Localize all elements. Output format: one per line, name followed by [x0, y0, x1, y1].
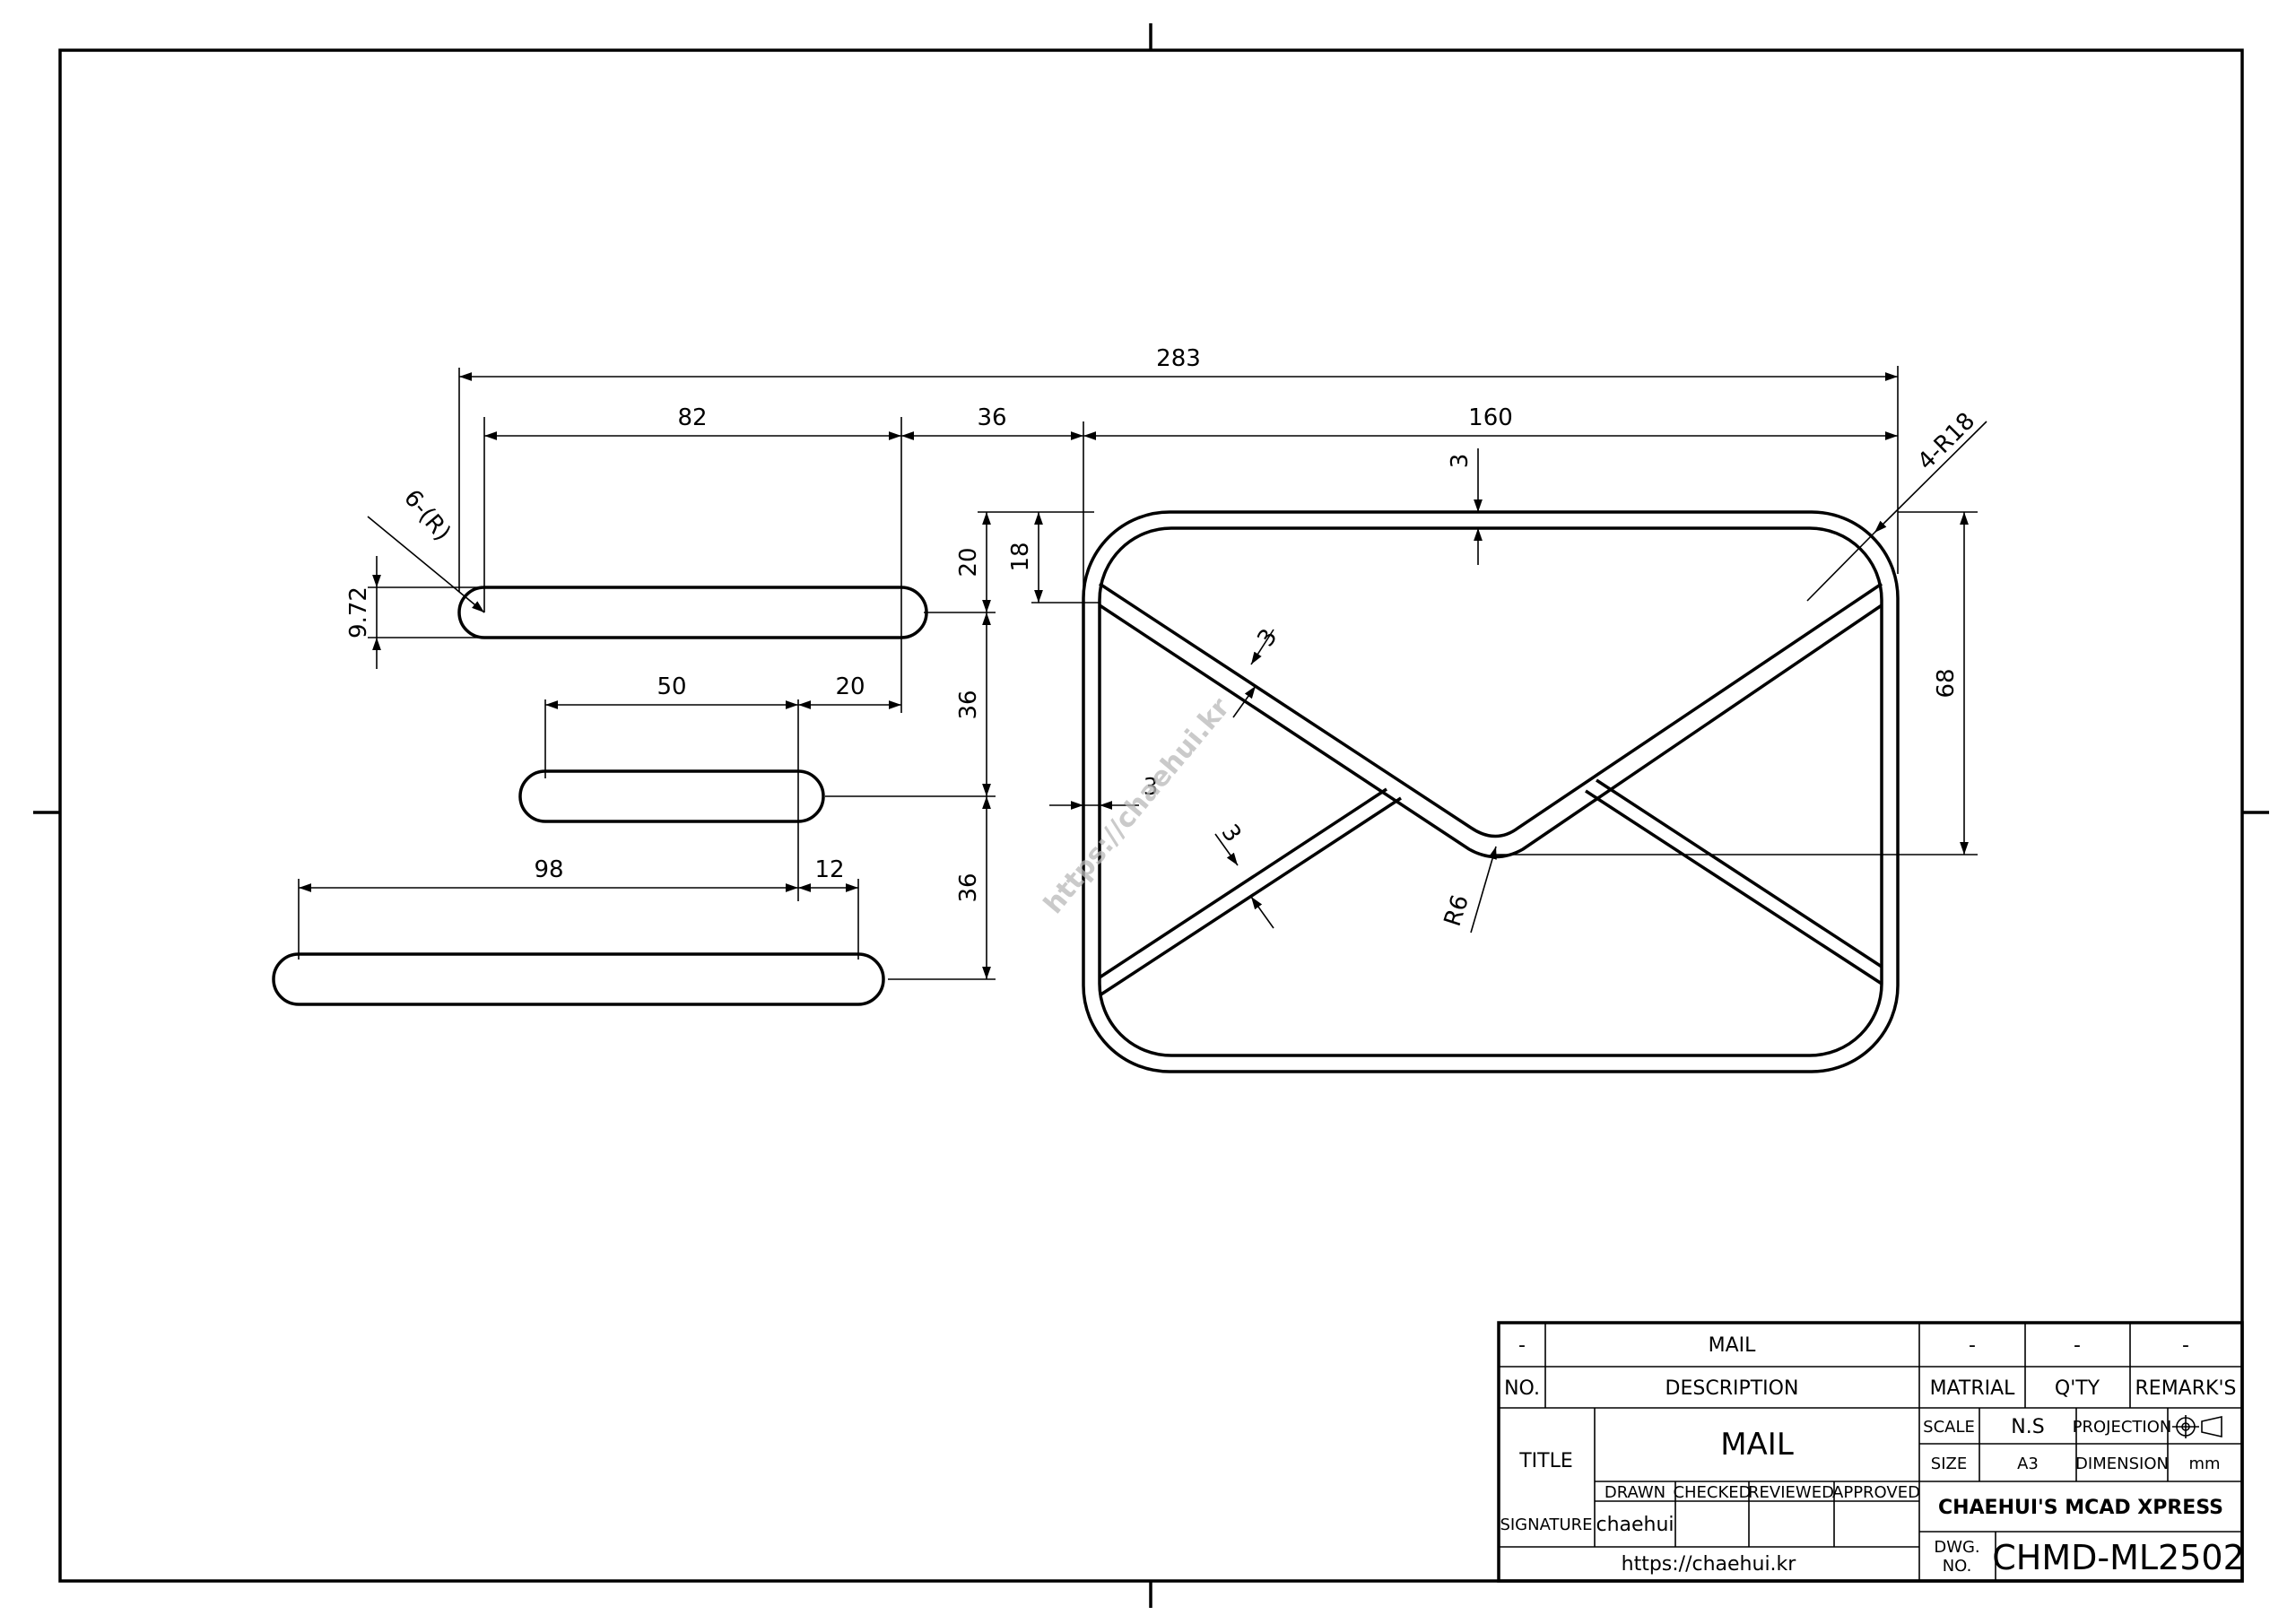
dim-3-top: 3 — [1447, 454, 1474, 469]
dim-68: 68 — [1933, 668, 1960, 698]
slot-middle — [518, 769, 825, 823]
dimension-lines — [298, 366, 1987, 980]
row1-description: MAIL — [1709, 1334, 1757, 1357]
title-label: TITLE — [1518, 1450, 1573, 1472]
role-drawn: DRAWN — [1605, 1483, 1665, 1502]
projection-label: PROJECTION — [2073, 1418, 2172, 1437]
dim-20-offset: 20 — [835, 673, 865, 700]
row1-qty: - — [2074, 1334, 2081, 1357]
row1-no: - — [1518, 1334, 1526, 1357]
dimension-label: DIMENSION — [2075, 1455, 2169, 1473]
dim-98: 98 — [534, 856, 563, 883]
projection-symbol-icon — [2172, 1415, 2222, 1438]
signature-label: SIGNATURE — [1500, 1515, 1592, 1534]
envelope-inner — [1098, 526, 1883, 1057]
dim-18-vertical: 18 — [1007, 542, 1034, 571]
header-qty: Q'TY — [2055, 1377, 2100, 1400]
company-name: CHAEHUI'S MCAD XPRESS — [1938, 1497, 2223, 1519]
row1-material: - — [1969, 1334, 1976, 1357]
envelope-lower-right-flap — [1585, 778, 1883, 986]
dim-3-flap: 3 — [1252, 624, 1283, 652]
dim-20-vertical: 20 — [955, 547, 982, 577]
title-block-frame — [1497, 1321, 2244, 1583]
header-remarks: REMARK'S — [2135, 1377, 2237, 1400]
dwg-number: CHMD-ML2502 — [1992, 1538, 2245, 1577]
envelope-shape — [1082, 510, 1900, 1073]
dim-12: 12 — [814, 856, 844, 883]
dim-36-vertical-1: 36 — [955, 690, 982, 719]
dimension-value: mm — [2188, 1455, 2220, 1473]
header-no: NO. — [1504, 1377, 1540, 1400]
dim-50: 50 — [657, 673, 686, 700]
header-material: MATRIAL — [1930, 1377, 2016, 1400]
dim-283: 283 — [1156, 345, 1201, 372]
dwg-label-2: NO. — [1943, 1557, 1972, 1576]
role-approved: APPROVED — [1832, 1483, 1920, 1502]
role-reviewed: REVIEWED — [1748, 1483, 1834, 1502]
dim-r6: R6 — [1439, 891, 1474, 929]
dim-36-gap: 36 — [977, 404, 1006, 431]
dim-6-r: 6-(R) — [398, 485, 456, 547]
scale-label: SCALE — [1923, 1418, 1975, 1437]
size-label: SIZE — [1931, 1455, 1967, 1473]
envelope-flap-outer — [1099, 582, 1883, 838]
dim-82: 82 — [677, 404, 707, 431]
header-description: DESCRIPTION — [1665, 1377, 1799, 1400]
border-frame — [58, 48, 2244, 1583]
row1-remarks: - — [2182, 1334, 2189, 1357]
title-value: MAIL — [1720, 1427, 1794, 1463]
dim-36-vertical-2: 36 — [955, 873, 982, 902]
title-block: - MAIL - - - NO. DESCRIPTION MATRIAL Q'T… — [1497, 1321, 2245, 1583]
envelope-lower-left-flap — [1099, 787, 1402, 997]
slot-bottom — [272, 952, 885, 1006]
role-checked: CHECKED — [1673, 1483, 1751, 1502]
scale-value: N.S — [2011, 1416, 2044, 1438]
slot-top — [457, 586, 928, 639]
dim-4-r18: 4-R18 — [1912, 407, 1980, 475]
dwg-label-1: DWG. — [1934, 1538, 1979, 1557]
watermark: https://chaehui.kr — [1038, 692, 1236, 920]
signature-drawn: chaehui — [1596, 1514, 1674, 1536]
envelope-outer — [1082, 510, 1900, 1073]
dim-3-lower-flap: 3 — [1216, 820, 1247, 847]
dim-160: 160 — [1468, 404, 1513, 431]
dim-9-72: 9.72 — [345, 586, 372, 638]
dim-3-side: 3 — [1144, 774, 1159, 801]
size-value: A3 — [2017, 1455, 2039, 1473]
website: https://chaehui.kr — [1622, 1553, 1797, 1576]
